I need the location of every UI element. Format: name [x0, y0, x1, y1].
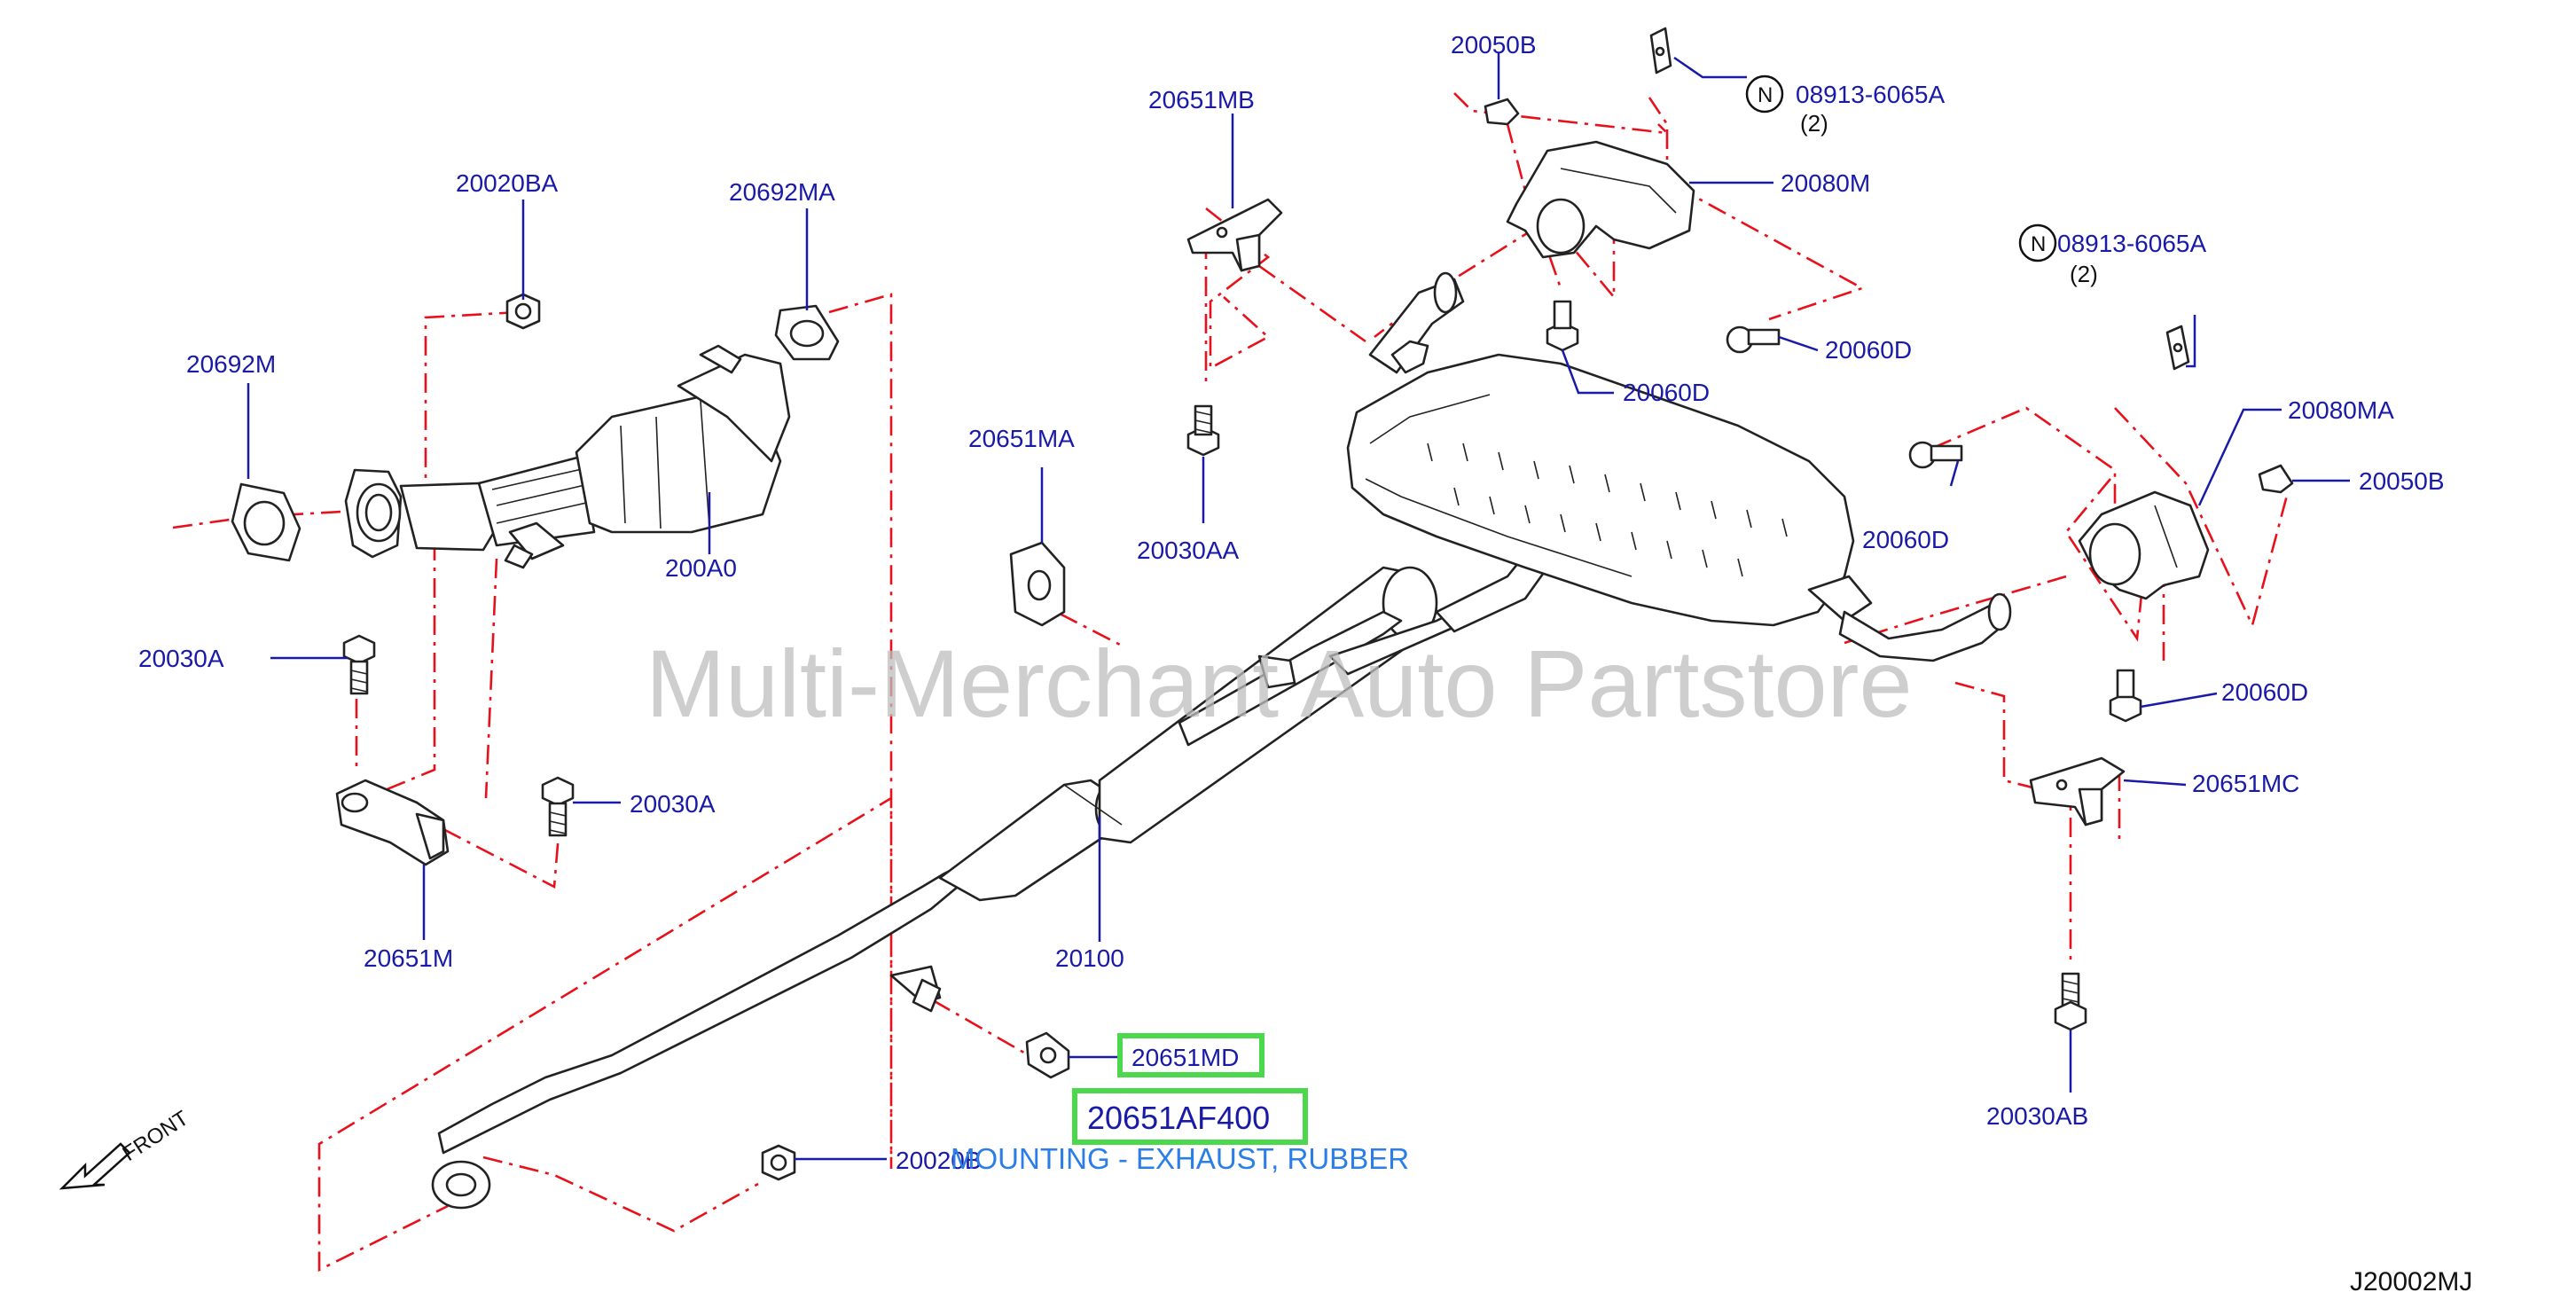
- leader-lines: [247, 53, 2350, 1161]
- nut-20020ba-drawing: [505, 293, 541, 330]
- bolt-20030a-lower-drawing: [541, 776, 575, 837]
- label-20030aa[interactable]: 20030AA: [1137, 537, 1240, 564]
- label-20030a-upper[interactable]: 20030A: [138, 645, 224, 672]
- bolt-20060d-4-drawing: [2109, 669, 2142, 723]
- label-20050b-top[interactable]: 20050B: [1451, 31, 1537, 59]
- n-marker-top: N: [1745, 74, 1784, 114]
- highlight-box-part-number: [1072, 1088, 1308, 1145]
- front-label: FRONT: [119, 1106, 193, 1166]
- watermark: Multi-Merchant Auto Partstore: [646, 630, 1913, 737]
- label-20692m[interactable]: 20692M: [186, 350, 276, 378]
- catalytic-converter-drawing: [344, 344, 791, 569]
- bolt-20030aa-drawing: [1186, 404, 1220, 457]
- hanger-20651ma-drawing: [1009, 541, 1066, 627]
- label-20030ab[interactable]: 20030AB: [1986, 1102, 2088, 1130]
- label-20020b[interactable]: 20020B: [896, 1147, 982, 1174]
- bolt-20030ab-drawing: [2054, 972, 2087, 1031]
- bolt-20030a-upper-drawing: [342, 634, 376, 695]
- clip-20050b-right-drawing: [2258, 464, 2294, 494]
- n-marker-right: N: [2018, 223, 2057, 262]
- bolt-20060d-3-drawing: [1908, 441, 1963, 469]
- heat-shield-20080ma-drawing: [2078, 490, 2210, 600]
- label-20080m[interactable]: 20080M: [1781, 169, 1870, 197]
- front-arrow: FRONT: [59, 1106, 193, 1190]
- bracket-20651mc-drawing: [2029, 756, 2126, 826]
- n-marker-top-text: N: [1758, 83, 1773, 107]
- nut-08913-right-drawing: [2165, 325, 2190, 371]
- label-20020ba[interactable]: 20020BA: [456, 169, 559, 197]
- front-arrow-icon: [59, 1142, 131, 1190]
- bolt-20060d-1-drawing: [1546, 300, 1579, 352]
- gasket-20692ma-drawing: [774, 304, 840, 361]
- qty-08913-right: (2): [2070, 261, 2098, 287]
- gasket-20692m-drawing: [231, 482, 301, 562]
- label-20080ma[interactable]: 20080MA: [2288, 396, 2394, 424]
- label-20100[interactable]: 20100: [1055, 944, 1124, 972]
- highlight-box-20651md: [1117, 1033, 1265, 1077]
- label-20060d-3[interactable]: 20060D: [1862, 526, 1949, 553]
- heat-shield-20080m-drawing: [1506, 140, 1695, 259]
- label-20030a-lower[interactable]: 20030A: [630, 790, 716, 818]
- label-20651mc[interactable]: 20651MC: [2192, 770, 2299, 797]
- highlighted-part-number[interactable]: 20651AF400: [1087, 1100, 1270, 1136]
- clip-20050b-top-drawing: [1484, 98, 1520, 126]
- diagram-reference: J20002MJ: [2350, 1267, 2472, 1296]
- qty-08913-top: (2): [1800, 110, 1828, 137]
- hanger-20651md-drawing: [1025, 1031, 1070, 1079]
- bracket-20651mb-drawing: [1186, 198, 1283, 272]
- label-20060d-1[interactable]: 20060D: [1623, 379, 1710, 406]
- part-labels: 20020BA 20692MA 20692M 200A0 20030A 2003…: [138, 31, 2445, 1174]
- label-20050b-right[interactable]: 20050B: [2359, 467, 2445, 495]
- nut-20020b-drawing: [761, 1144, 796, 1181]
- label-200a0[interactable]: 200A0: [665, 554, 737, 582]
- highlighted-part-description: MOUNTING - EXHAUST, RUBBER: [951, 1142, 1409, 1175]
- bracket-20651m-drawing: [335, 779, 450, 866]
- label-20060d-4[interactable]: 20060D: [2221, 678, 2308, 706]
- label-08913-right[interactable]: 08913-6065A: [2057, 230, 2206, 257]
- label-20651ma[interactable]: 20651MA: [968, 425, 1075, 452]
- label-08913-top[interactable]: 08913-6065A: [1796, 81, 1945, 108]
- label-20651md[interactable]: 20651MD: [1131, 1044, 1239, 1071]
- bolt-20060d-2-drawing: [1726, 325, 1781, 354]
- label-20651m[interactable]: 20651M: [364, 944, 453, 972]
- n-marker-right-text: N: [2031, 232, 2046, 256]
- nut-08913-top-drawing: [1649, 27, 1672, 74]
- label-20692ma[interactable]: 20692MA: [729, 178, 835, 206]
- main-muffler-drawing: [1346, 271, 2012, 662]
- label-20060d-2[interactable]: 20060D: [1825, 336, 1912, 364]
- label-20651mb[interactable]: 20651MB: [1148, 86, 1255, 114]
